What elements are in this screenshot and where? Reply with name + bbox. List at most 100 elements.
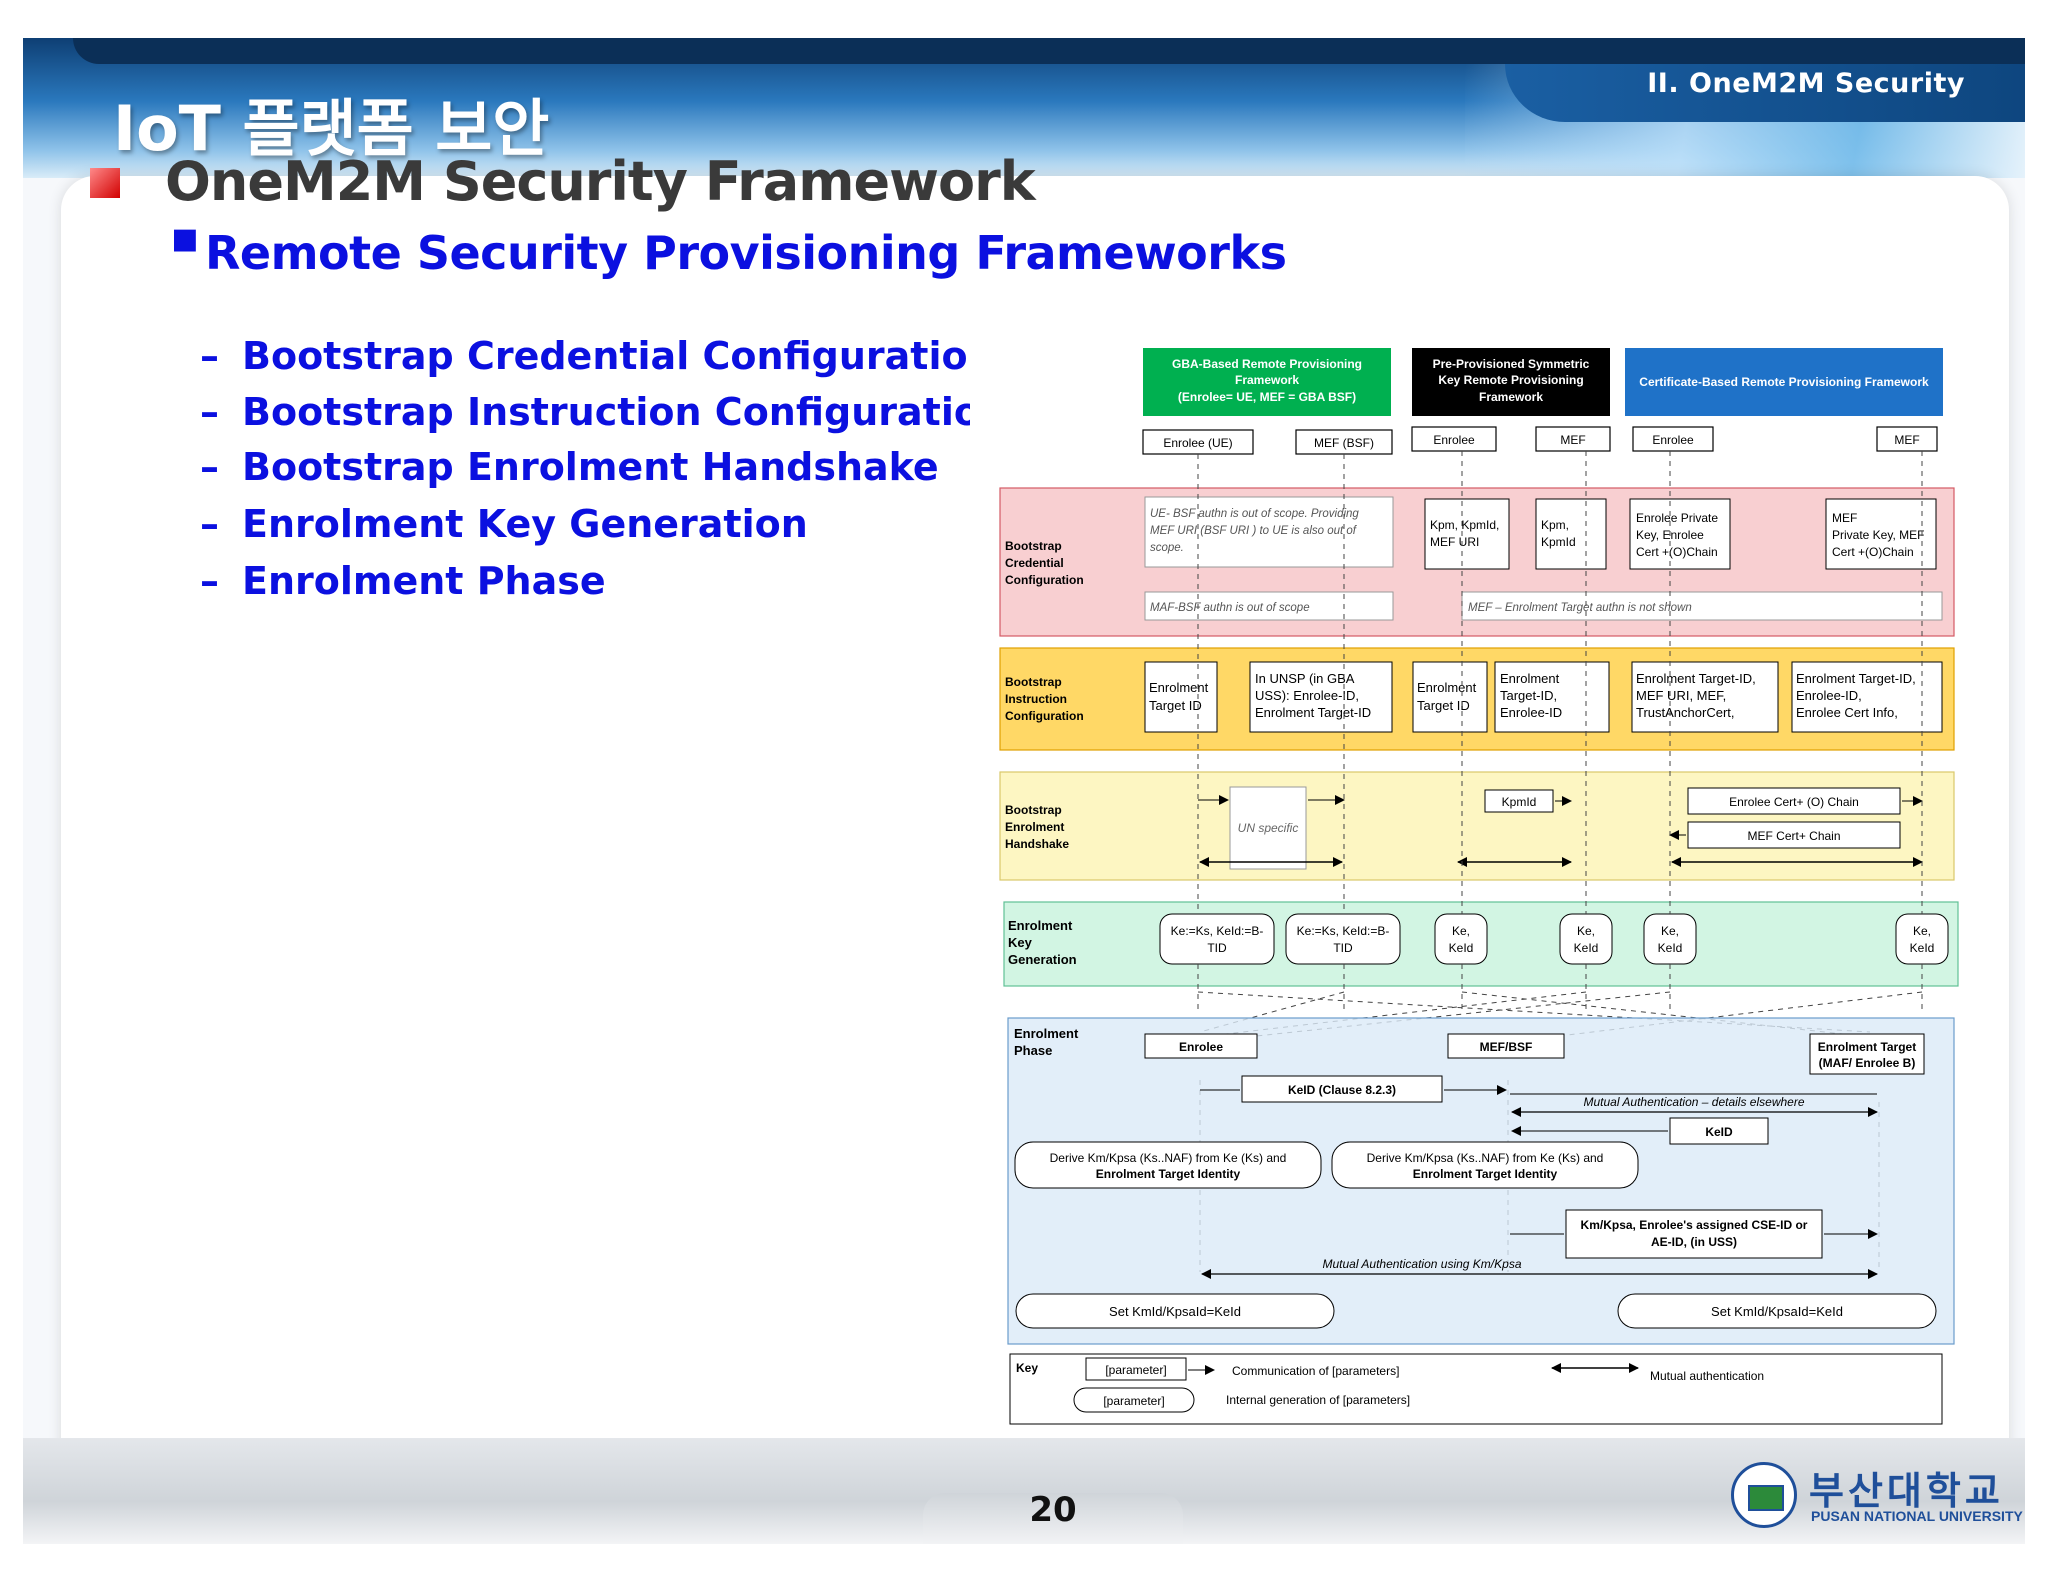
- credential-text: MEF: [1832, 511, 1857, 525]
- instruction-text: Enrolee-ID,: [1796, 688, 1862, 703]
- keygen-text: Ke,: [1577, 924, 1595, 938]
- credential-text: Private Key, MEF: [1832, 528, 1924, 542]
- gba-header-line3: (Enrolee= UE, MEF = GBA BSF): [1178, 390, 1356, 404]
- list-item-label: Enrolment Key Generation: [242, 502, 808, 546]
- credential-text: Cert +(O)Chain: [1832, 545, 1914, 559]
- keygen-text: TID: [1207, 941, 1227, 955]
- page-number-tab: [923, 1493, 1183, 1544]
- enrolment-text: Set KmId/KpsaId=KeId: [1711, 1304, 1843, 1319]
- list-item-label: Bootstrap Enrolment Handshake: [242, 445, 939, 489]
- credential-text: Kpm, KpmId,: [1430, 518, 1499, 532]
- phase-label: Bootstrap: [1005, 675, 1062, 689]
- keygen-text: TID: [1333, 941, 1353, 955]
- phase-label: Bootstrap: [1005, 539, 1062, 553]
- entity-box: [1535, 426, 1611, 452]
- keid-clause-box: [1241, 1075, 1443, 1103]
- legend-text: Internal generation of [parameters]: [1226, 1393, 1410, 1407]
- list-item: –Bootstrap Instruction Configuration: [200, 390, 1007, 434]
- list-item-label: Bootstrap Instruction Configuration: [242, 390, 1008, 434]
- university-seal-icon: [1731, 1462, 1797, 1528]
- entity-label: MEF (BSF): [1314, 436, 1374, 450]
- cert-header: Certificate-Based Remote Provisioning Fr…: [1639, 375, 1929, 389]
- provisioning-frameworks-diagram: GBA-Based Remote Provisioning Framework …: [999, 348, 1959, 1425]
- keygen-text: Ke:=Ks, KeId:=B-: [1297, 924, 1390, 938]
- instruction-text: Enrolment: [1149, 680, 1209, 695]
- keygen-text: KeId: [1658, 941, 1683, 955]
- section-tab: [1505, 64, 2025, 122]
- enrolment-text: Derive Km/Kpsa (Ks..NAF) from Ke (Ks) an…: [1367, 1151, 1604, 1165]
- instruction-box: [1249, 661, 1393, 733]
- university-name-korean: 부산대학교: [1809, 1469, 2004, 1513]
- psk-header-line3: Framework: [1479, 390, 1543, 404]
- phase-label: Enrolment: [1008, 918, 1073, 933]
- enrolment-text: Mutual Authentication – details elsewher…: [1583, 1095, 1804, 1109]
- entity-label: Enrolee: [1433, 433, 1475, 447]
- keygen-box: [1895, 913, 1949, 965]
- keid-box: [1669, 1117, 1769, 1145]
- entity-box: [1809, 1033, 1925, 1075]
- enrolment-text: Derive Km/Kpsa (Ks..NAF) from Ke (Ks) an…: [1050, 1151, 1287, 1165]
- credential-box: [1629, 498, 1731, 570]
- phase-label: Enrolment: [1014, 1026, 1079, 1041]
- list-item: –Bootstrap Enrolment Handshake: [200, 445, 939, 489]
- list-item: –Enrolment Phase: [200, 559, 606, 603]
- instruction-text: MEF URI, MEF,: [1636, 688, 1726, 703]
- gba-credential-note: [1144, 496, 1394, 568]
- derive-box-right: [1331, 1141, 1639, 1189]
- dash-icon: –: [200, 559, 219, 603]
- credential-box: [1825, 498, 1937, 570]
- enrolment-text: Mutual Authentication using Km/Kpsa: [1322, 1257, 1521, 1271]
- gba-header-line1: GBA-Based Remote Provisioning: [1172, 357, 1362, 371]
- entity-box: [1632, 426, 1714, 452]
- entity-label: Enrolment Target: [1818, 1040, 1916, 1054]
- instruction-text: USS): Enrolee-ID,: [1255, 688, 1359, 703]
- entity-box: [1295, 429, 1393, 455]
- legend-text: Communication of [parameters]: [1232, 1364, 1399, 1378]
- sub-heading: Remote Security Provisioning Frameworks: [205, 226, 1287, 280]
- legend-title: Key: [1016, 1361, 1038, 1375]
- entity-label: MEF/BSF: [1480, 1040, 1533, 1054]
- legend-text: [parameter]: [1103, 1394, 1164, 1408]
- kpmid-box: [1484, 789, 1554, 813]
- instruction-text: Enrolee-ID: [1500, 705, 1562, 720]
- handshake-text: MEF Cert+ Chain: [1747, 829, 1840, 843]
- psk-framework-header: [1412, 348, 1610, 416]
- dash-icon: –: [200, 334, 219, 378]
- cert-chain-box: [1687, 821, 1901, 849]
- handshake-text: Enrolee Cert+ (O) Chain: [1729, 795, 1859, 809]
- cert-chain-box: [1687, 787, 1901, 815]
- dash-icon: –: [200, 390, 219, 434]
- mef-target-note: [1461, 591, 1943, 621]
- credential-text: Enrolee Private: [1636, 511, 1718, 525]
- note-line: MAF-BSF authn is out of scope: [1150, 602, 1310, 614]
- list-item: –Enrolment Key Generation: [200, 502, 808, 546]
- kmkpsa-box: [1565, 1209, 1823, 1259]
- section-label: II. OneM2M Security: [1647, 68, 1965, 99]
- psk-header-line2: Key Remote Provisioning: [1438, 373, 1583, 387]
- note-line: MEF URI (BSF URI ) to UE is also out of: [1150, 525, 1358, 537]
- sub-bullet-icon: ▪: [170, 212, 200, 263]
- instruction-box: [1631, 661, 1779, 733]
- instruction-text: Target-ID,: [1500, 688, 1557, 703]
- entity-box: [1144, 1033, 1258, 1059]
- credential-text: MEF URI: [1430, 535, 1479, 549]
- entity-label: Enrolee: [1179, 1040, 1223, 1054]
- note-line: scope.: [1150, 542, 1184, 554]
- enrolment-text: Set KmId/KpsaId=KeId: [1109, 1304, 1241, 1319]
- legend-text: Mutual authentication: [1650, 1369, 1764, 1383]
- entity-label: MEF: [1894, 433, 1919, 447]
- slide-title: IoT 플랫폼 보안: [113, 92, 550, 165]
- enrolment-text: AE-ID, (in USS): [1651, 1235, 1737, 1249]
- legend-param-box: [1085, 1357, 1187, 1381]
- enrolment-text: Enrolment Target Identity: [1096, 1167, 1241, 1181]
- psk-header-line1: Pre-Provisioned Symmetric: [1433, 357, 1590, 371]
- legend-text: [parameter]: [1105, 1363, 1166, 1377]
- phase-label: Generation: [1008, 952, 1077, 967]
- list-item: –Bootstrap Credential Configuration: [200, 334, 995, 378]
- phase-label: Credential: [1005, 556, 1064, 570]
- enrolment-text: KeID (Clause 8.2.3): [1288, 1083, 1396, 1097]
- red-bullet-icon: [90, 168, 120, 198]
- university-name-english: PUSAN NATIONAL UNIVERSITY: [1811, 1508, 2023, 1524]
- keygen-box: [1434, 913, 1488, 965]
- phase-label: Configuration: [1005, 573, 1084, 587]
